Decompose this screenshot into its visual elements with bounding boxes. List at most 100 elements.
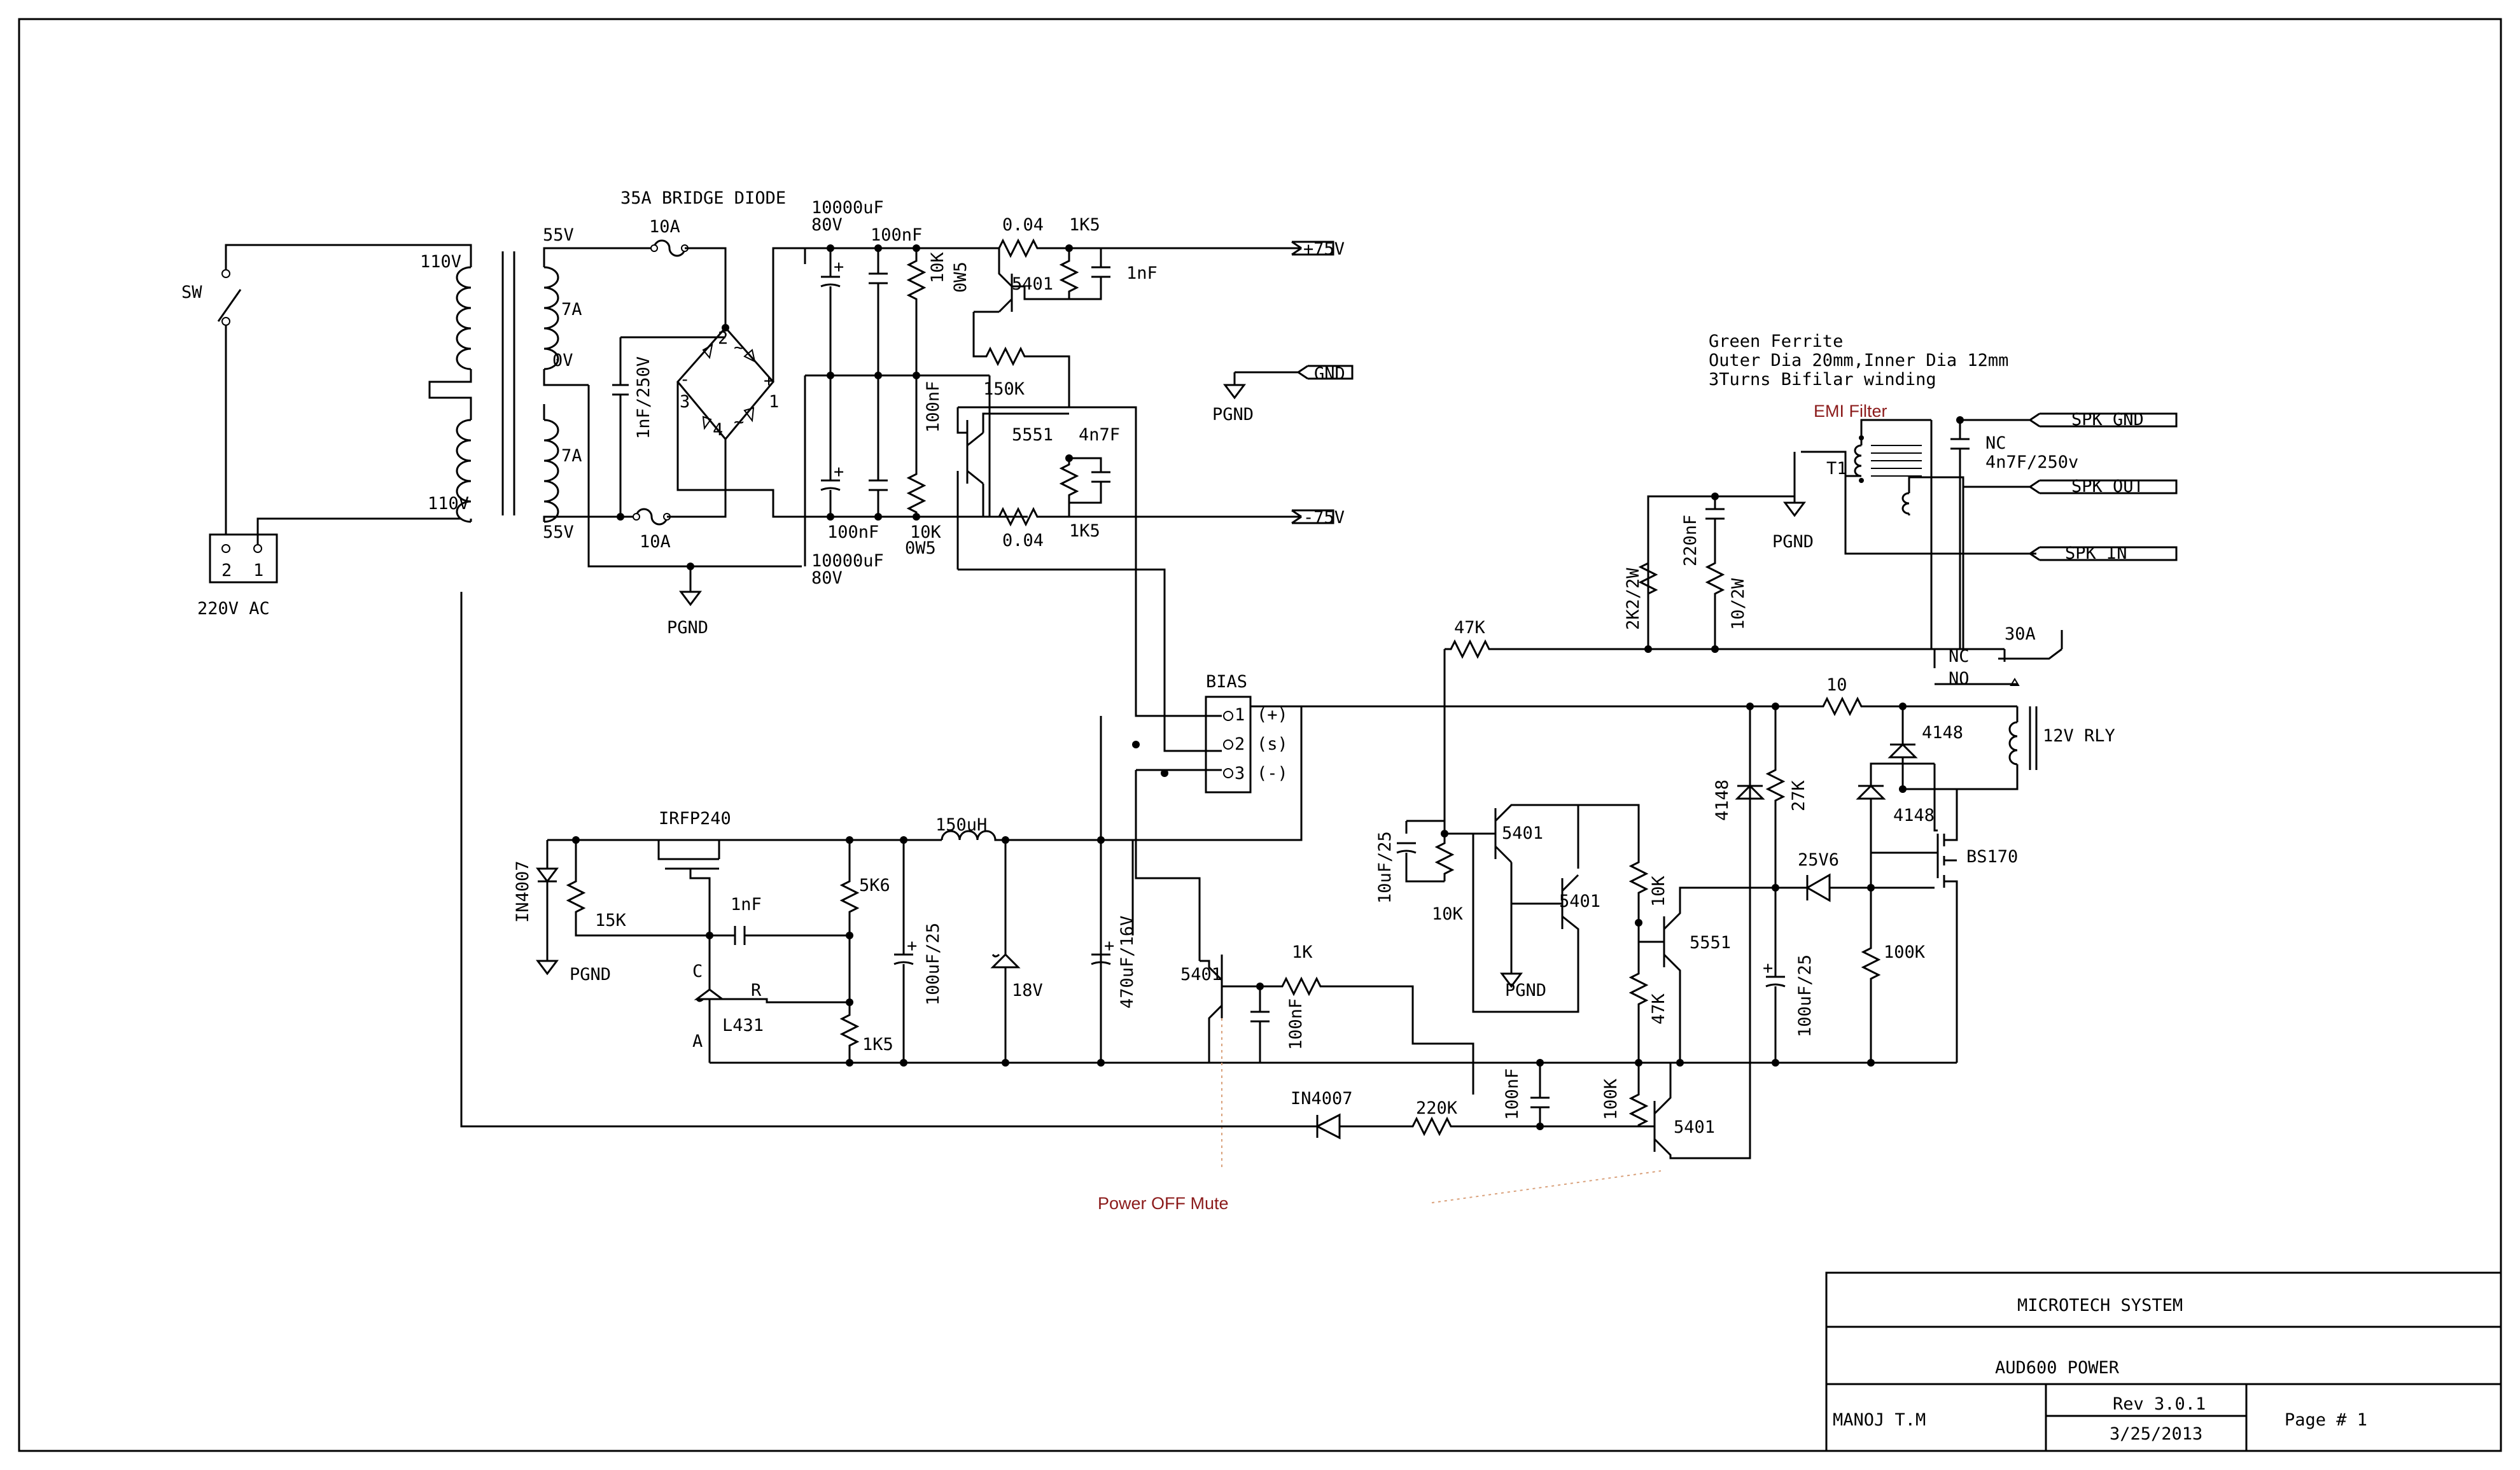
res-004-bot: 0.04 bbox=[1002, 531, 1044, 550]
label-bias-1: 1 bbox=[1235, 705, 1245, 725]
inductor-150uh: 150uH bbox=[935, 815, 987, 835]
label-relay-30a: 30A bbox=[2005, 624, 2036, 644]
label-res-10k-m: 10K bbox=[1432, 904, 1464, 924]
label-relay-no: NO bbox=[1949, 669, 1970, 689]
diode-in4007-left: IN4007 bbox=[513, 860, 533, 923]
label-ferrite-2: Outer Dia 20mm,Inner Dia 12mm bbox=[1709, 351, 2008, 370]
pgnd-bridge: PGND bbox=[667, 618, 708, 638]
pgnd-emi: PGND bbox=[1772, 532, 1814, 552]
q5401-mute: 5401 bbox=[1180, 965, 1222, 984]
label-bias-p: (+) bbox=[1257, 705, 1288, 725]
label-cap-100uf25-l: 100uF/25 bbox=[923, 923, 943, 1005]
label-ac-pin2: 2 bbox=[221, 561, 232, 580]
label-bridge-ac: ~ bbox=[734, 338, 744, 358]
label-cap-1nf-l: 1nF bbox=[731, 895, 762, 914]
label-nc-cap: NC bbox=[1985, 433, 2006, 453]
label-res-2k2: 2K2/2W bbox=[1623, 568, 1643, 630]
bias-connector: BIAS 1 2 3 (+) (s) (-) bbox=[1100, 672, 1303, 1063]
label-bias-m: (-) bbox=[1257, 764, 1288, 783]
label-bridge-p2: 2 bbox=[718, 328, 728, 348]
label-res-1k5-bot: 1K5 bbox=[1069, 521, 1100, 541]
ac-input-label: 220V AC bbox=[197, 599, 270, 619]
label-v55-bot: 55V bbox=[543, 522, 574, 542]
label-bias: BIAS bbox=[1206, 672, 1247, 692]
res-004-top: 0.04 bbox=[1002, 215, 1044, 235]
label-res-47k-r: 47K bbox=[1649, 993, 1669, 1025]
label-res-10-2w: 10/2W bbox=[1728, 578, 1748, 630]
label-ac-pin1: 1 bbox=[253, 561, 263, 580]
page-number: Page # 1 bbox=[2285, 1410, 2367, 1430]
label-cap-4n7f: 4n7F bbox=[1079, 425, 1120, 445]
label-z18v: 18V bbox=[1012, 981, 1043, 1000]
label-res-100k-b: 100K bbox=[1601, 1078, 1621, 1120]
label-bias-s: (s) bbox=[1257, 734, 1288, 754]
q5551-top: 5551 bbox=[1012, 425, 1053, 445]
label-res-10k-bot: 10K bbox=[910, 522, 942, 542]
q5401-mid-1: 5401 bbox=[1502, 823, 1543, 843]
label-res-10k-r: 10K bbox=[1649, 875, 1669, 907]
label-bridge-p3: 3 bbox=[680, 392, 690, 412]
label-res-10k-top: 10K bbox=[928, 251, 948, 283]
label-d4148-b: 4148 bbox=[1922, 723, 1963, 743]
label-tl431-a: A bbox=[692, 1032, 703, 1051]
diode-in4007-bottom: IN4007 bbox=[1291, 1089, 1353, 1109]
label-res-220k: 220K bbox=[1416, 1098, 1458, 1118]
label-v55-top: 55V bbox=[543, 225, 574, 245]
relay-12v: 12V RLY bbox=[2043, 726, 2115, 746]
spk-gnd: SPK GND bbox=[2071, 410, 2144, 430]
rail-plus-75v: +75V bbox=[1303, 239, 1345, 259]
label-cap-bulk-top-v: 80V bbox=[811, 215, 843, 235]
label-res-1k5-top: 1K5 bbox=[1069, 215, 1100, 235]
q5401-top: 5401 bbox=[1012, 274, 1053, 294]
label-bias-2: 2 bbox=[1235, 734, 1245, 754]
company-name: MICROTECH SYSTEM bbox=[2017, 1296, 2183, 1315]
t1-label: T1 bbox=[1826, 459, 1847, 479]
revision: Rev 3.0.1 bbox=[2113, 1394, 2206, 1414]
label-cap-100nf-bot: 100nF bbox=[827, 522, 879, 542]
label-cap-100uf25-r: 100uF/25 bbox=[1795, 955, 1815, 1037]
relay-driver: 10 4148 27K 25V6 + 100uF/25 4148 4148 12… bbox=[846, 675, 2115, 1067]
fuse-top-label: 10A bbox=[649, 217, 680, 237]
mains-input: SW 2 1 220V AC bbox=[181, 244, 461, 619]
label-a7-top: 7A bbox=[561, 300, 582, 319]
label-z25v6: 25V6 bbox=[1798, 850, 1839, 870]
primary-110v-top: 110V bbox=[420, 252, 461, 272]
power-off-mute-label: Power OFF Mute bbox=[1098, 1194, 1229, 1213]
bridge-rectifier: 35A BRIDGE DIODE 10A 10A 1nF/250V + - 3 … bbox=[587, 188, 990, 638]
cap-1nf-250v: 1nF/250V bbox=[634, 356, 654, 439]
label-cap-1nf-top: 1nF bbox=[1126, 263, 1158, 283]
label-res-0w5-top: 0W5 bbox=[951, 262, 970, 293]
label-cap-4n7f250: 4n7F/250v bbox=[1985, 452, 2078, 472]
power-off-mute: 5401 1K 100nF Power OFF Mute IN4007 220K… bbox=[460, 592, 1662, 1213]
date: 3/25/2013 bbox=[2110, 1424, 2202, 1444]
fuse-bottom-label: 10A bbox=[640, 532, 671, 552]
label-pgnd-4: PGND bbox=[1505, 981, 1546, 1000]
label-cap-100nf-mute: 100nF bbox=[1286, 998, 1306, 1050]
label-bias-3: 3 bbox=[1235, 764, 1245, 783]
label-res-1k5-l: 1K5 bbox=[862, 1035, 893, 1054]
rail-gnd: GND bbox=[1314, 364, 1345, 384]
svg-text:+: + bbox=[1104, 936, 1114, 956]
label-tl431-c: C bbox=[692, 962, 703, 981]
label-cap-100nf-b: 100nF bbox=[1502, 1068, 1522, 1120]
mute-control: 47K 10uF/25 10K 5401 PGND 5401 10K 47K 5… bbox=[1301, 618, 1935, 1159]
label-a7-bot: 7A bbox=[561, 446, 582, 466]
mosfet-bs170: BS170 bbox=[1966, 847, 2018, 867]
sheet-border bbox=[18, 18, 2502, 1452]
label-res-150k: 150K bbox=[983, 379, 1025, 399]
label-res-100k-r: 100K bbox=[1884, 942, 1926, 962]
lv-regulator: IN4007 PGND 15K IRFP240 1nF C R A L431 5… bbox=[513, 809, 1957, 1064]
spk-in: SPK IN bbox=[2065, 543, 2127, 563]
q5551-right: 5551 bbox=[1690, 933, 1731, 953]
label-cap-100nf-top: 100nF bbox=[871, 225, 922, 245]
label-cap-10uf25: 10uF/25 bbox=[1375, 831, 1395, 904]
tl431-label: L431 bbox=[722, 1016, 764, 1035]
label-res-27k: 27K bbox=[1789, 780, 1809, 811]
switch-label: SW bbox=[181, 283, 202, 302]
label-bridge-minus: - bbox=[680, 370, 690, 389]
emi-filter-label: EMI Filter bbox=[1814, 402, 1887, 421]
label-res-10: 10 bbox=[1826, 675, 1847, 695]
svg-text:+: + bbox=[834, 462, 844, 482]
svg-text:+: + bbox=[834, 257, 844, 277]
label-res-5k6: 5K6 bbox=[859, 876, 890, 895]
